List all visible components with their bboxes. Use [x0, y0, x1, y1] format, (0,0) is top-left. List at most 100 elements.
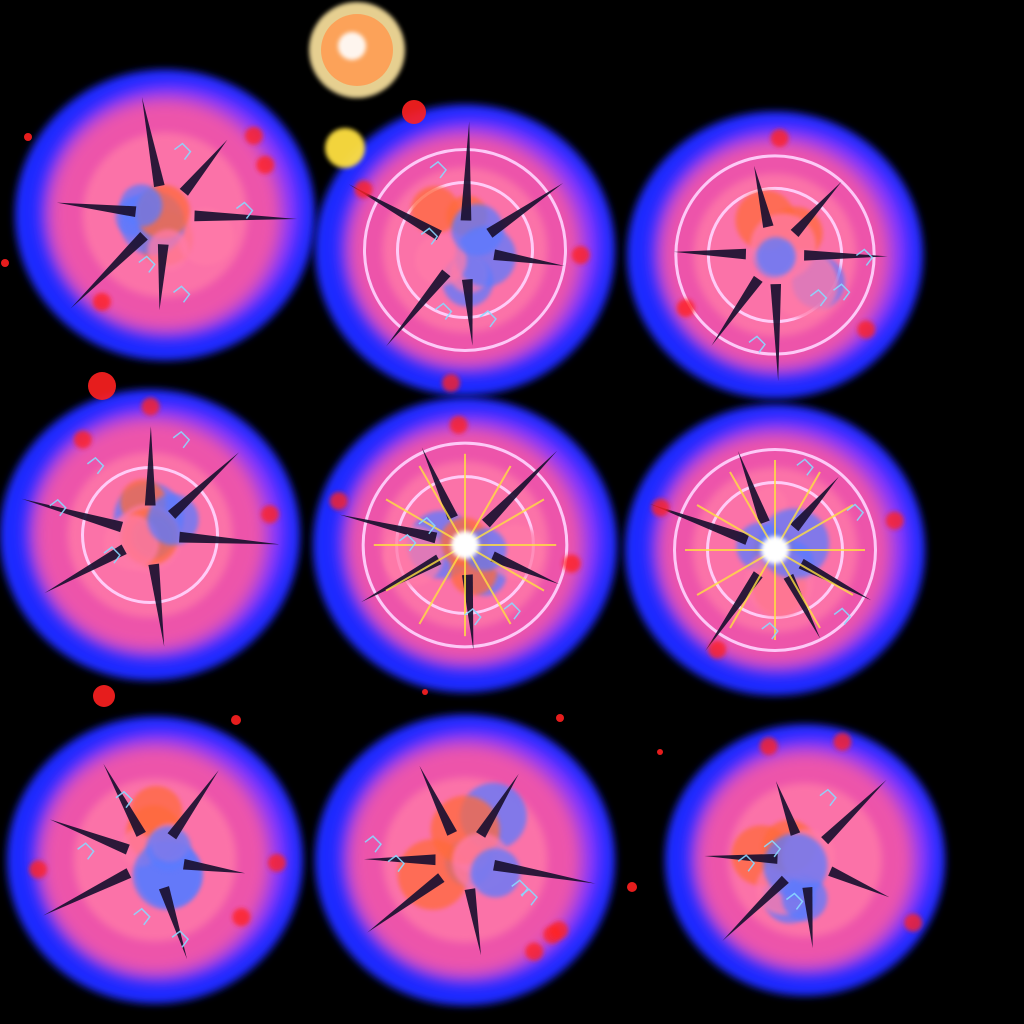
ember-orb — [260, 505, 279, 524]
explosion-frame-5 — [313, 397, 617, 693]
extras-layer — [1, 2, 663, 892]
burst-ray — [385, 544, 466, 592]
dark-spike — [179, 139, 228, 196]
dark-spike — [673, 248, 747, 260]
constellation-icon — [429, 160, 448, 179]
constellation-icon — [173, 285, 191, 303]
dark-spike — [386, 269, 451, 347]
dark-spike — [179, 531, 281, 545]
burst-ray — [418, 544, 466, 625]
dark-spike — [482, 450, 558, 528]
dark-spike — [56, 202, 137, 217]
dark-spike — [158, 886, 188, 960]
dark-spike — [490, 551, 559, 585]
ember-orb — [525, 942, 544, 961]
constellation-icon — [133, 907, 151, 926]
explosion-frame-2 — [315, 104, 615, 396]
smoke-puff — [120, 184, 163, 227]
yellow-spark — [325, 128, 365, 168]
stray-ember — [88, 372, 116, 400]
burst-ray — [774, 504, 854, 551]
constellation-icon — [846, 503, 865, 521]
burst-ray — [464, 465, 512, 546]
explosion-frame-8 — [315, 714, 615, 1006]
ember-orb — [885, 511, 904, 530]
explosion-frame-3 — [627, 111, 923, 399]
ember-orb — [904, 913, 923, 932]
stray-ember — [231, 715, 241, 725]
dark-spike — [348, 184, 442, 241]
dark-spike — [486, 183, 564, 238]
constellation-icon — [737, 854, 756, 872]
smoke-puff — [415, 233, 467, 286]
dark-spike — [461, 279, 473, 346]
ember-orb — [232, 908, 251, 927]
constellation-icon — [387, 854, 406, 873]
dark-spike — [798, 558, 872, 601]
dark-spike — [802, 887, 813, 949]
constellation-icon — [763, 839, 782, 858]
constellation-icon — [479, 309, 497, 328]
ember-orb — [329, 491, 348, 510]
burst-ray — [696, 549, 776, 596]
constellation-icon — [418, 516, 436, 535]
constellation-icon — [511, 879, 529, 897]
dark-spike — [167, 770, 219, 840]
burst-ray — [729, 471, 776, 551]
constellation-icon — [796, 458, 814, 476]
dark-spike — [460, 121, 472, 221]
ember-orb — [73, 430, 92, 449]
shockwave-ring — [674, 154, 876, 356]
stray-ember — [556, 714, 564, 722]
constellation-icon — [503, 602, 521, 620]
stray-ember — [1, 259, 9, 267]
ember-orb — [708, 640, 727, 659]
stray-ember — [93, 685, 115, 707]
stray-ember — [657, 749, 663, 755]
dark-spike — [783, 573, 821, 639]
burst-ray — [774, 471, 821, 551]
flash-core — [761, 536, 789, 564]
smoke-puff — [146, 826, 192, 871]
ember-orb — [550, 921, 569, 940]
dark-spike — [183, 859, 246, 874]
explosion-frame-6 — [625, 404, 925, 696]
dark-spike — [705, 571, 763, 651]
dark-spike — [361, 554, 442, 603]
smoke-puff — [470, 848, 521, 898]
dark-spike — [49, 819, 130, 855]
explosion-frame-7 — [7, 716, 303, 1004]
burst-ray — [464, 544, 545, 592]
ember-orb — [770, 129, 789, 148]
constellation-icon — [761, 622, 779, 640]
constellation-icon — [464, 608, 482, 626]
dark-spike — [367, 873, 445, 933]
constellation-icon — [809, 288, 828, 307]
constellation-icon — [103, 546, 121, 564]
constellation-icon — [833, 283, 851, 301]
dark-spike — [141, 97, 165, 188]
constellation-icon — [235, 201, 254, 219]
constellation-icon — [49, 498, 67, 517]
dark-spike — [421, 447, 458, 520]
shockwave-ring — [363, 148, 567, 352]
frames-layer — [0, 69, 945, 1006]
ember-orb — [571, 246, 590, 265]
dark-spike — [493, 859, 596, 884]
constellation-icon — [86, 456, 105, 475]
ember-orb — [562, 554, 581, 573]
burst-ray — [464, 544, 512, 625]
ember-orb — [29, 860, 48, 879]
dark-spike — [464, 888, 481, 956]
ember-orb — [441, 373, 460, 392]
ember-orb — [92, 292, 111, 311]
dark-spike — [775, 781, 801, 836]
stray-ember — [402, 100, 426, 124]
constellation-icon — [115, 790, 133, 809]
burst-ray — [729, 549, 776, 629]
dark-spike — [790, 181, 842, 237]
flash-core — [451, 531, 479, 559]
ember-orb — [676, 299, 695, 318]
dark-spike — [148, 563, 165, 647]
dark-spike — [804, 250, 888, 261]
